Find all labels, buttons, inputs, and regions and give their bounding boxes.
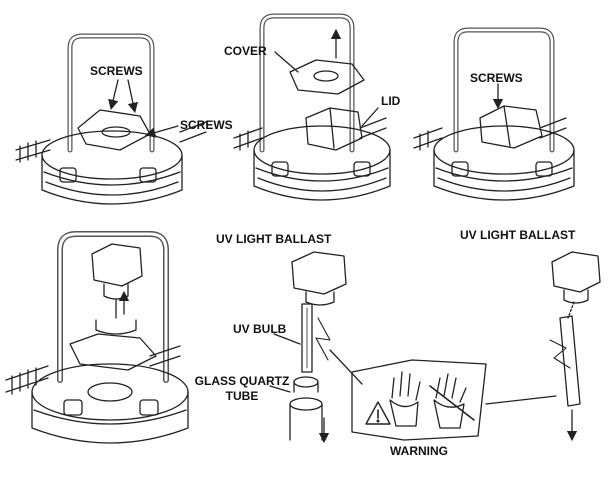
warning-icon [365,401,391,425]
label-uv-bulb: UV BULB [233,322,287,336]
label-uv-light-ballast-right: UV LIGHT BALLAST [460,228,576,242]
panel-5-bulb-tube [269,251,347,444]
glove-icon [389,371,421,427]
label-glass-quartz: GLASS QUARTZ [194,374,290,388]
panel-1-filter-screws [15,33,207,205]
label-tube: TUBE [225,389,259,403]
label-screws-top: SCREWS [90,64,143,78]
panel-3-filter-screws [413,27,575,201]
label-screws-side: SCREWS [180,118,233,132]
label-cover: COVER [224,44,267,58]
label-screws-right: SCREWS [470,71,523,85]
panel-6-ballast-bulb [549,251,601,442]
warning-box [329,349,557,441]
no-bare-hand-icon [429,373,475,429]
panel-4-ballast-lift [5,231,189,444]
label-warning: WARNING [390,444,448,458]
label-uv-light-ballast-left: UV LIGHT BALLAST [216,232,332,246]
panel-2-cover-lid [233,13,391,201]
label-lid: LID [381,94,401,108]
